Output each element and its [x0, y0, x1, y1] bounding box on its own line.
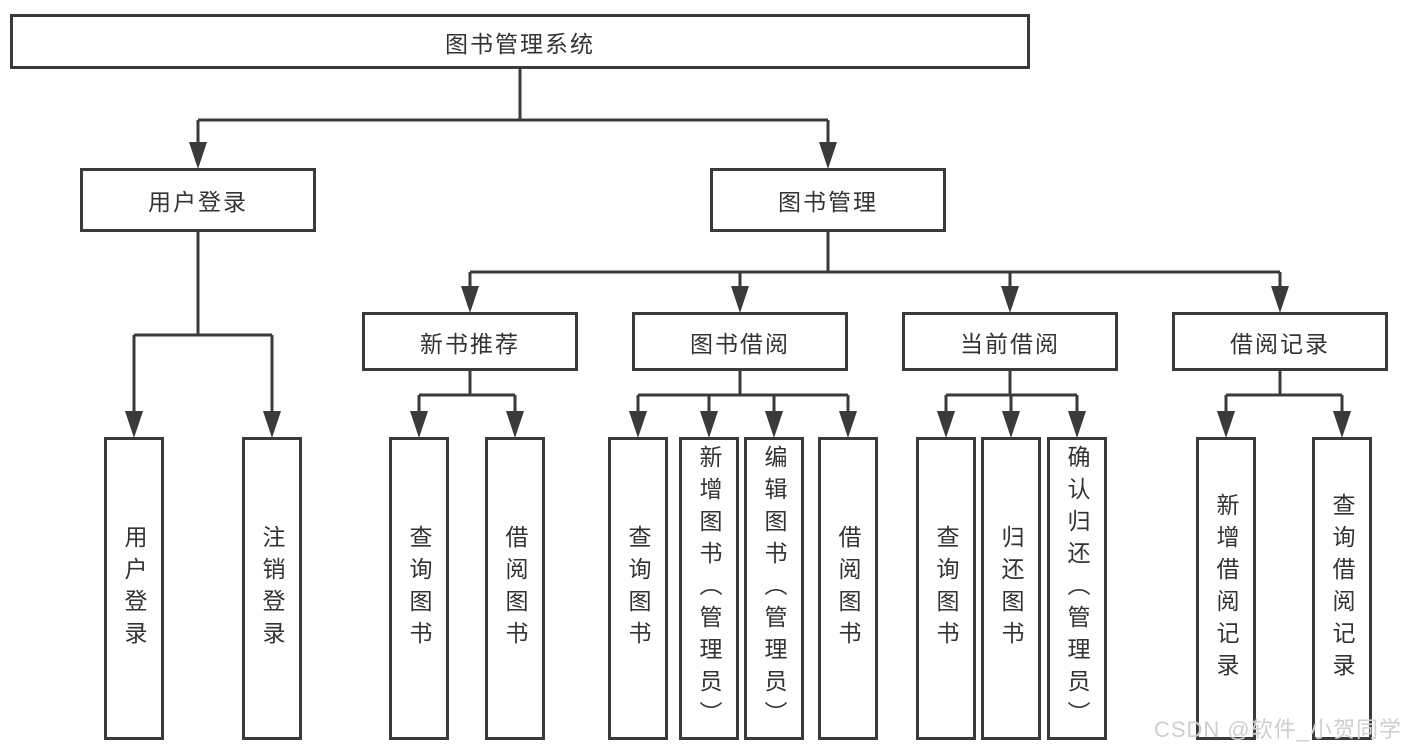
leaf-query-books-recommend: 查询图书: [389, 437, 449, 740]
node-current-borrow: 当前借阅: [902, 312, 1118, 371]
node-label: 图书管理: [778, 189, 878, 215]
node-label: 确认归还（管理员）: [1064, 444, 1090, 733]
node-label: 注销登录: [259, 524, 285, 653]
leaf-confirm-return-admin: 确认归还（管理员）: [1047, 437, 1107, 740]
node-label: 查询借阅记录: [1329, 492, 1355, 685]
node-label: 借阅图书: [502, 524, 528, 653]
leaf-query-books-borrow: 查询图书: [608, 437, 668, 740]
node-label: 归还图书: [998, 524, 1024, 653]
node-label: 借阅记录: [1230, 330, 1330, 357]
node-book-management: 图书管理: [710, 168, 946, 232]
node-borrow-records: 借阅记录: [1172, 312, 1388, 371]
node-label: 用户登录: [121, 524, 147, 653]
leaf-logout: 注销登录: [242, 437, 302, 740]
node-label: 新书推荐: [420, 330, 520, 357]
leaf-add-borrow-record: 新增借阅记录: [1196, 437, 1256, 740]
arrowheads: [125, 142, 1351, 438]
node-new-book-recommend: 新书推荐: [362, 312, 578, 371]
node-label: 借阅图书: [835, 524, 861, 653]
watermark: CSDN @软件_小贺同学: [1153, 717, 1402, 742]
leaf-query-borrow-record: 查询借阅记录: [1312, 437, 1372, 740]
leaf-user-login: 用户登录: [104, 437, 164, 740]
node-user-login: 用户登录: [80, 168, 316, 232]
node-label: 编辑图书（管理员）: [761, 444, 787, 733]
leaf-add-book-admin: 新增图书（管理员）: [679, 437, 739, 740]
node-label: 查询图书: [933, 524, 959, 653]
node-label: 图书管理系统: [445, 30, 595, 57]
node-book-borrow: 图书借阅: [632, 312, 848, 371]
node-label: 当前借阅: [960, 330, 1060, 357]
leaf-borrow-books: 借阅图书: [818, 437, 878, 740]
node-label: 查询图书: [406, 524, 432, 653]
node-label: 新增借阅记录: [1213, 492, 1239, 685]
leaf-borrow-books-recommend: 借阅图书: [485, 437, 545, 740]
leaf-query-books-current: 查询图书: [916, 437, 976, 740]
leaf-return-book: 归还图书: [981, 437, 1041, 740]
node-label: 查询图书: [625, 524, 651, 653]
node-label: 图书借阅: [690, 330, 790, 357]
node-label: 用户登录: [148, 189, 248, 215]
node-library-system: 图书管理系统: [10, 14, 1030, 69]
node-label: 新增图书（管理员）: [696, 444, 722, 733]
leaf-edit-book-admin: 编辑图书（管理员）: [744, 437, 804, 740]
